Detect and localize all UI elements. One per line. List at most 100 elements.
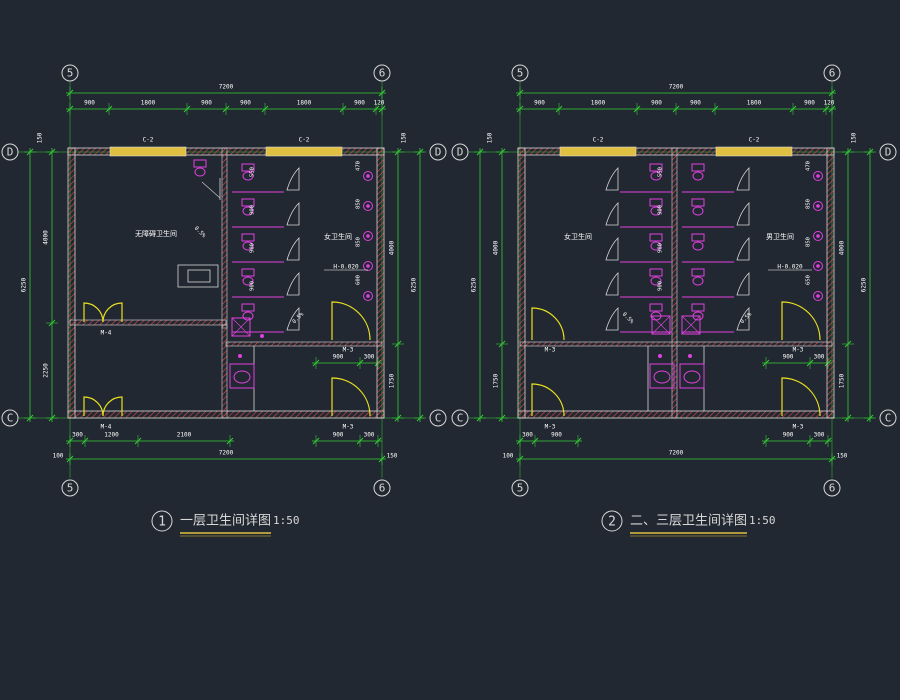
partition-accessible-bottom (69, 319, 227, 326)
stall-toilet-1-bowl (242, 171, 254, 181)
dim-bottom-offset-right: 150 (837, 453, 848, 460)
dim-top-segments-value: 900 (84, 100, 95, 107)
dim-left-total-tick (26, 148, 34, 156)
stall-dim-right: 470 (356, 161, 362, 171)
left-stall-dim: 550 (658, 167, 664, 177)
dim-top-segments-value: 1800 (141, 100, 156, 107)
title-number-circle (601, 510, 623, 532)
urinal-4-drain (816, 264, 820, 268)
dim-mid-right-tick (806, 359, 814, 367)
dim-right-segments-tick (394, 148, 402, 156)
dim-bottom-right-value: 900 (333, 432, 344, 439)
dim-right-top-offset: 150 (401, 132, 408, 143)
dim-overall-top-tick (516, 89, 524, 97)
dim-top-segments-tick (222, 105, 230, 113)
room-label-women: 女卫生间 (564, 232, 592, 241)
right-stall-toilet-4-tank (691, 268, 705, 277)
dim-overall-bottom-tick (66, 455, 74, 463)
dim-left-segments-value: 4000 (43, 230, 50, 245)
dim-top-segments-value: 900 (690, 100, 701, 107)
left-stall-toilet-3-tank (649, 233, 663, 242)
dim-bottom-offset-left: 100 (53, 453, 64, 460)
partition-vanity-top (225, 341, 383, 347)
grid-bubble-D-left-circle (451, 143, 469, 161)
window-c2-left (109, 146, 187, 157)
grid-bubble-C-right: C (435, 412, 442, 425)
wall-right (376, 147, 385, 419)
dim-overall-bottom-tick (828, 455, 836, 463)
dim-top-segments-value: 1800 (591, 100, 606, 107)
door-label-left-lower: M-3 (545, 424, 556, 431)
room-label-men: 男卫生间 (766, 232, 794, 241)
grid-bubble-C-right: C (885, 412, 892, 425)
wall-right (826, 147, 835, 419)
left-stall-dim: 900 (658, 281, 664, 291)
dim-overall-bottom-value: 7200 (219, 450, 234, 457)
urinal-2-drain (816, 204, 820, 208)
right-stall-door-4 (736, 272, 750, 296)
dim-top-segments-tick (339, 105, 347, 113)
dim-bottom-left-value: 1200 (104, 432, 119, 439)
dim-left-segments-tick (48, 414, 56, 422)
left-stall-door-5 (605, 307, 619, 331)
dim-mid-right-value: 900 (333, 354, 344, 361)
urinal-4 (813, 261, 823, 271)
room-label-women: 女卫生间 (324, 232, 352, 241)
door-label-m3-lower: M-3 (343, 424, 354, 431)
grid-bubble-D-left: D (457, 146, 464, 159)
dim-right-total-tick (866, 148, 874, 156)
door-label-left-upper: M-3 (545, 347, 556, 354)
dim-mid-right-tick (356, 359, 364, 367)
dim-top-segments-value: 900 (240, 100, 251, 107)
dim-top-segments-value: 900 (534, 100, 545, 107)
dim-left-total-value: 6250 (471, 277, 478, 292)
grid-bubble-D-left-circle (1, 143, 19, 161)
floor-level-label: H-0.020 (333, 264, 359, 271)
dim-overall-top-tick (828, 89, 836, 97)
dim-top-segments-tick (183, 105, 191, 113)
mop-sink (231, 317, 251, 337)
wall-left (517, 147, 526, 419)
stall-door-3 (286, 237, 300, 261)
left-stall-door-3 (605, 237, 619, 261)
dim-left-total-tick (26, 414, 34, 422)
mop-sink-left (651, 315, 671, 335)
urinal-2-drain (366, 204, 370, 208)
dim-left-top-offset: 150 (37, 132, 44, 143)
right-stall-door-1 (736, 167, 750, 191)
dim-bottom-right-tick (374, 437, 382, 445)
grid-bubble-D-right: D (885, 146, 892, 159)
grid-bubble-C-left-circle (1, 409, 19, 427)
door-m4-upper-right-leaf (102, 302, 123, 323)
partition-vertical (221, 147, 228, 329)
dim-overall-bottom-value: 7200 (669, 450, 684, 457)
door-label-m4-upper: M-4 (101, 330, 112, 337)
right-stall-dim: 850 (806, 199, 812, 209)
left-stall-door-4 (605, 272, 619, 296)
dim-bottom-right-tick (312, 437, 320, 445)
floor-drain-left (658, 354, 662, 358)
dim-left-total-tick (476, 148, 484, 156)
dim-left-segments-tick (498, 148, 506, 156)
accessible-basin-frame (177, 264, 219, 288)
window-c2-right (265, 146, 343, 157)
left-stall-toilet-3-bowl (650, 241, 662, 251)
stall-toilet-4-bowl (242, 276, 254, 286)
dim-left-segments-value: 4000 (493, 240, 500, 255)
door-label-right-lower: M-3 (793, 424, 804, 431)
drawing-title: 二、三层卫生间详图 (630, 514, 747, 529)
stall-toilet-5-tank (241, 303, 255, 312)
dim-bottom-right-value: 300 (814, 432, 825, 439)
dim-top-segments-tick (261, 105, 269, 113)
drawing-title: 一层卫生间详图 (180, 514, 271, 529)
accessible-door-arc (201, 181, 221, 199)
left-stall-toilet-5-tank (649, 303, 663, 312)
left-stall-door-1 (605, 167, 619, 191)
urinal-1 (363, 171, 373, 181)
floor-drain-right (688, 354, 692, 358)
right-stall-toilet-4-bowl (692, 276, 704, 286)
left-stall-toilet-4-bowl (650, 276, 662, 286)
stall-toilet-3-tank (241, 233, 255, 242)
urinal-3-drain (366, 234, 370, 238)
wash-basin-right-bowl (683, 370, 701, 384)
